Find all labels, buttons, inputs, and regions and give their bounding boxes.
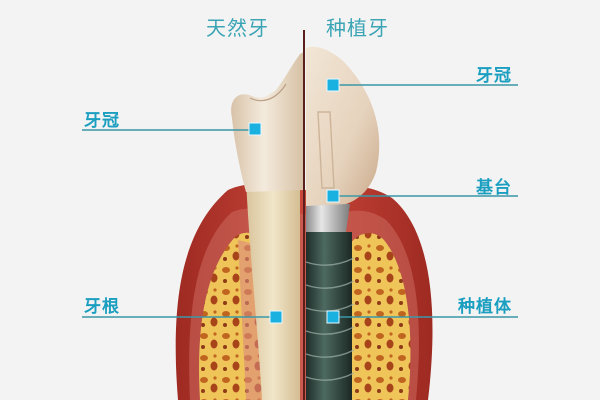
marker-left-crown [248, 122, 262, 136]
header-natural-tooth: 天然牙 [206, 16, 269, 40]
label-abutment: 基台 [476, 178, 512, 198]
label-implant: 种植体 [458, 297, 512, 317]
label-left-crown: 牙冠 [84, 111, 120, 131]
label-root: 牙根 [84, 297, 120, 317]
label-right-crown: 牙冠 [476, 66, 512, 86]
marker-implant [326, 310, 340, 324]
marker-root [269, 310, 283, 324]
marker-abutment [326, 189, 340, 203]
header-implant-tooth: 种植牙 [326, 16, 389, 40]
marker-right-crown [326, 78, 340, 92]
